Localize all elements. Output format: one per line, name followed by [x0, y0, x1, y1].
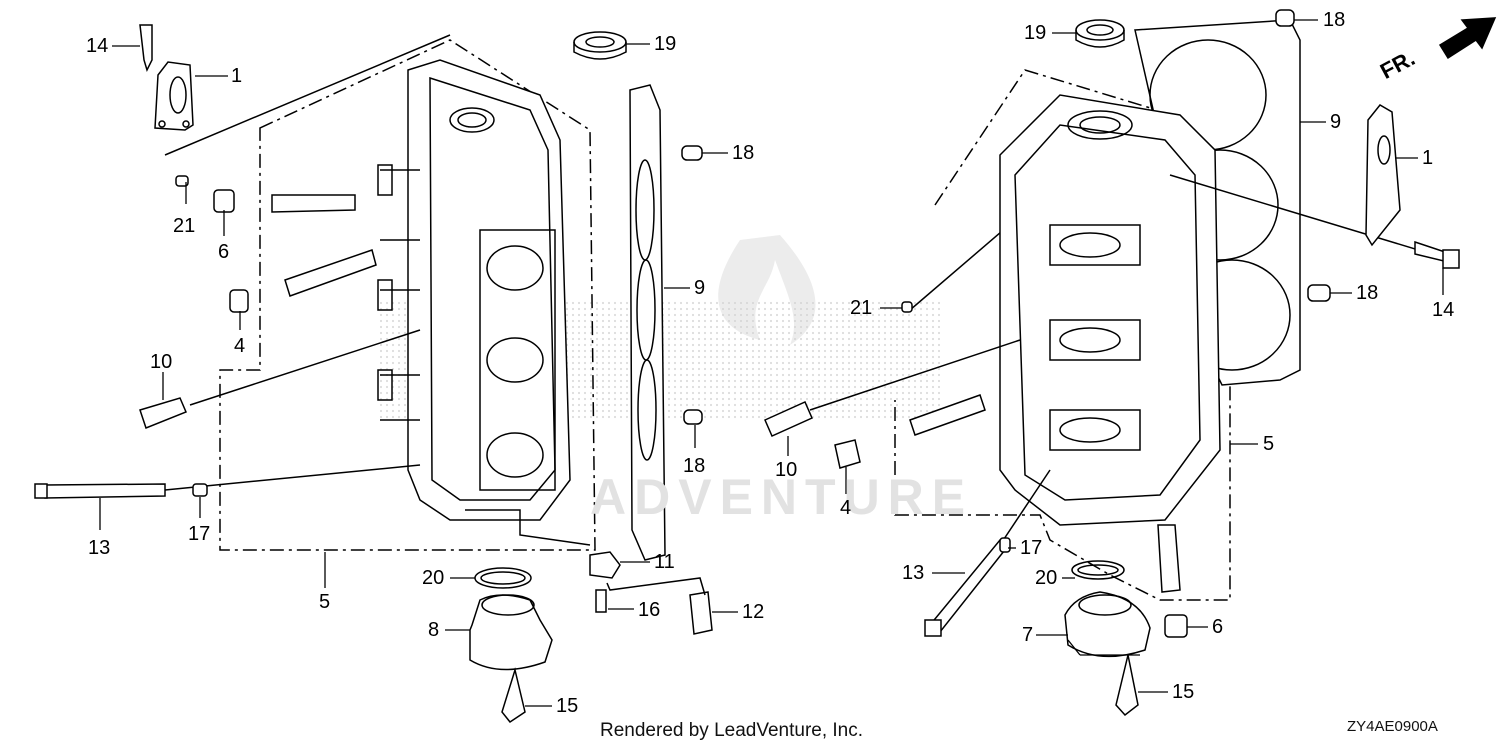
rendered-by-footer: Rendered by LeadVenture, Inc. [600, 720, 864, 741]
callout-18-left-bottom: 18 [683, 455, 706, 477]
callout-20-left: 20 [422, 567, 445, 589]
callout-12: 12 [742, 601, 765, 623]
callout-15-right: 15 [1172, 681, 1195, 703]
leader-lines [99, 19, 1444, 707]
callout-9-left: 9 [694, 277, 706, 299]
callout-8: 8 [428, 619, 440, 641]
callout-5-left: 5 [319, 591, 331, 613]
callout-14-left: 14 [86, 35, 109, 57]
callout-16: 16 [638, 599, 661, 621]
watermark-text: ADVENTURE [590, 469, 974, 525]
callout-21-right: 21 [850, 297, 873, 319]
callout-6-right: 6 [1212, 616, 1224, 638]
left-head-assembly [34, 24, 713, 724]
right-head-assembly [764, 9, 1497, 717]
callout-15-left: 15 [556, 695, 579, 717]
callout-7: 7 [1022, 624, 1034, 646]
callout-4-right: 4 [840, 497, 852, 519]
callout-18-right-top: 18 [1323, 9, 1346, 31]
callout-19-left: 19 [654, 33, 677, 55]
callout-20-right: 20 [1035, 567, 1058, 589]
callout-9-right: 9 [1330, 111, 1342, 133]
callout-4-left: 4 [234, 335, 246, 357]
callout-5-right: 5 [1263, 433, 1275, 455]
callout-18-left-top: 18 [732, 142, 755, 164]
callout-11: 11 [654, 551, 675, 573]
callout-21-left: 21 [173, 215, 196, 237]
callout-17-left: 17 [188, 523, 211, 545]
callout-14-right: 14 [1432, 299, 1455, 321]
callout-13-right: 13 [902, 562, 925, 584]
callout-13-left: 13 [88, 537, 111, 559]
callout-6-left: 6 [218, 241, 230, 263]
callout-18-right-bottom: 18 [1356, 282, 1379, 304]
callout-1-left: 1 [231, 65, 243, 87]
callout-10-left: 10 [150, 351, 173, 373]
diagram-code: ZY4AE0900A [1347, 718, 1438, 735]
callout-19-right: 19 [1024, 22, 1047, 44]
callout-1-right: 1 [1422, 147, 1434, 169]
callout-10-right: 10 [775, 459, 798, 481]
callout-17-right: 17 [1020, 537, 1043, 559]
